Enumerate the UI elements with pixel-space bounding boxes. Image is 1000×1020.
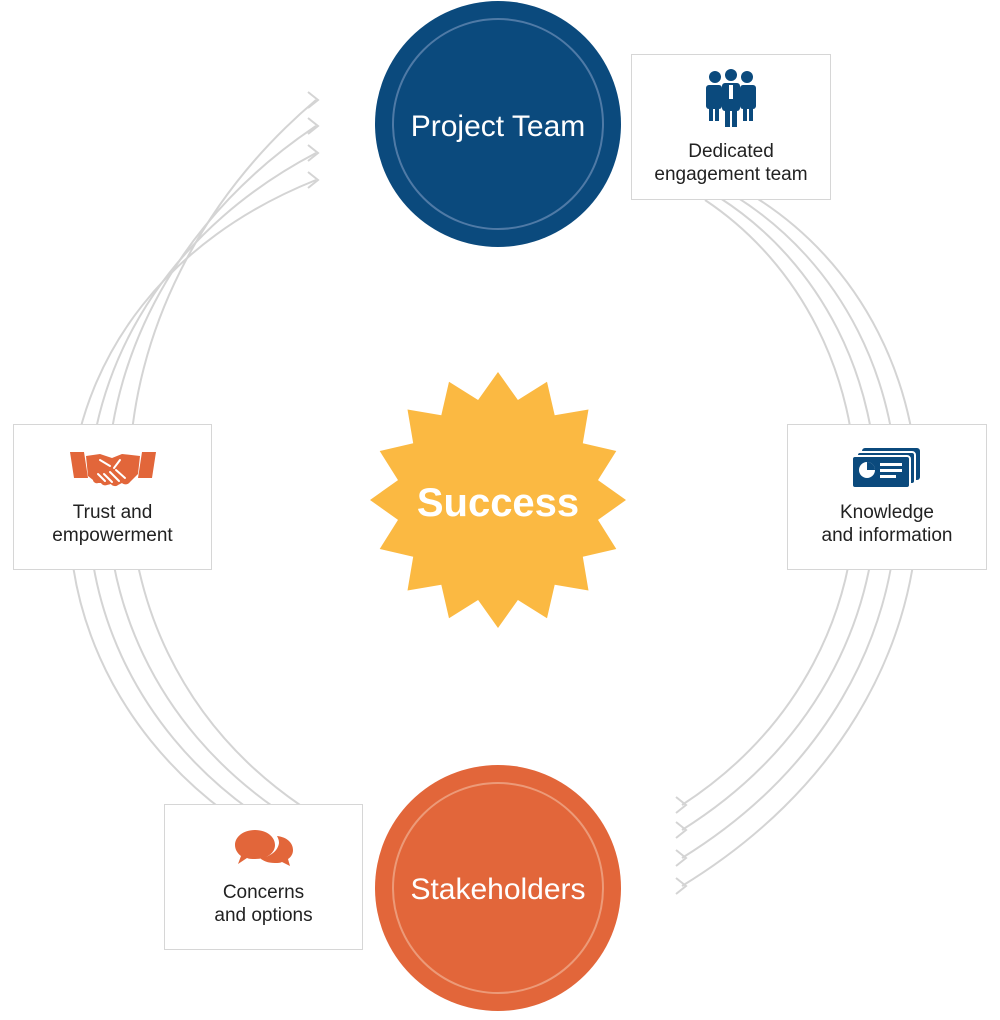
- stakeholders-circle: [375, 765, 621, 1011]
- card-label-line1: Dedicated: [688, 140, 774, 162]
- report-icon: [851, 447, 922, 493]
- project-team-inner-ring: [392, 18, 604, 230]
- success-node: Success: [370, 372, 626, 628]
- card-label-line1: Knowledge: [839, 501, 935, 523]
- card-label-line2: and information: [821, 524, 953, 546]
- success-label: Success: [417, 481, 579, 525]
- card-knowledge-and-information: Knowledge and information: [787, 424, 987, 570]
- card-label-line1: Trust and: [72, 501, 153, 523]
- stakeholders-label: Stakeholders: [410, 873, 585, 906]
- stakeholders-node: Stakeholders: [375, 765, 621, 1011]
- card-label-line2: engagement team: [654, 163, 808, 185]
- card-label-line2: empowerment: [52, 524, 173, 546]
- project-team-node: Project Team: [375, 1, 621, 247]
- project-team-circle: [375, 1, 621, 247]
- stakeholders-inner-ring: [392, 782, 604, 994]
- success-starburst: [370, 372, 626, 628]
- card-dedicated-engagement-team: Dedicated engagement team: [631, 54, 831, 200]
- card-trust-and-empowerment: Trust and empowerment: [13, 424, 212, 570]
- card-label-line1: Concerns: [222, 881, 305, 903]
- handshake-icon: [69, 448, 156, 493]
- card-label-line2: and options: [214, 904, 313, 926]
- team-icon: [703, 68, 759, 132]
- project-team-label: Project Team: [411, 110, 586, 143]
- speech-bubbles-icon: [233, 828, 295, 873]
- card-concerns-and-options: Concerns and options: [164, 804, 363, 950]
